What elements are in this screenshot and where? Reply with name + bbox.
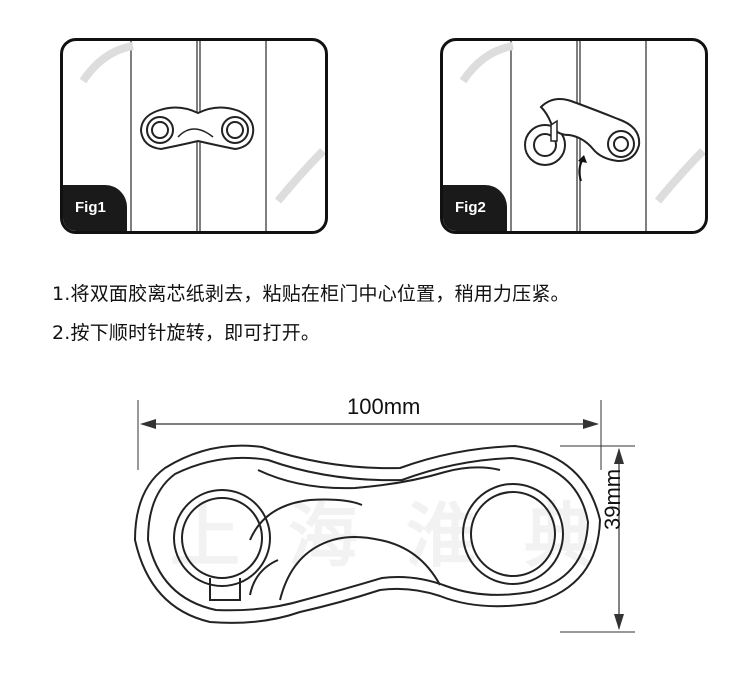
figure-2-illustration: [459, 41, 705, 231]
figure-2-panel: Fig2: [440, 38, 708, 234]
width-dimension-label: 100mm: [347, 394, 421, 419]
lock-closed-drawing: [139, 106, 255, 151]
instruction-step-2: 2.按下顺时针旋转，即可打开。: [52, 322, 321, 344]
height-dimension-label: 39mm: [600, 468, 625, 530]
instruction-step-1: 1.将双面胶离芯纸剥去，粘贴在柜门中心位置，稍用力压紧。: [52, 283, 570, 305]
figure-1-panel: Fig1: [60, 38, 328, 234]
figure-2-label: Fig2: [443, 185, 507, 231]
figure-1-illustration: [79, 41, 325, 231]
figure-1-label: Fig1: [63, 185, 127, 231]
lock-open-drawing: [524, 98, 641, 182]
lock-product-outline: [133, 444, 602, 624]
